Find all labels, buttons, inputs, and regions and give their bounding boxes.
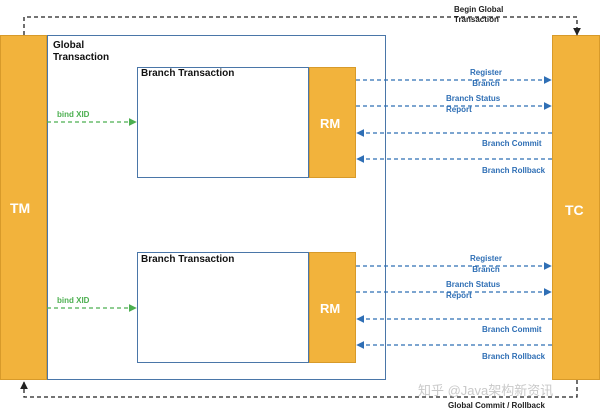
bind-xid-label: bind XID bbox=[57, 296, 90, 305]
global-transaction-label: Global Transaction bbox=[53, 40, 110, 63]
bind-xid-label: bind XID bbox=[57, 110, 90, 119]
global-commit-label: Global Commit / Rollback bbox=[446, 401, 547, 411]
branch-commit-label: Branch Commit bbox=[482, 325, 542, 334]
branch-transaction-box bbox=[137, 252, 309, 363]
branch-rollback-label: Branch Rollback bbox=[482, 166, 546, 175]
begin-global-label: Begin Global Transaction bbox=[454, 5, 504, 24]
rm-label: RM bbox=[320, 116, 341, 131]
tc-label: TC bbox=[565, 202, 584, 218]
branch-rollback-label: Branch Rollback bbox=[482, 352, 546, 361]
rm-block bbox=[309, 252, 356, 363]
rm-label: RM bbox=[320, 301, 341, 316]
branch-transaction-box bbox=[137, 67, 309, 178]
tm-bar bbox=[0, 35, 47, 380]
rm-block bbox=[309, 67, 356, 178]
tm-label: TM bbox=[10, 200, 31, 216]
branch-transaction-title: Branch Transaction bbox=[141, 254, 235, 265]
tc-bar bbox=[552, 35, 600, 380]
branch-commit-label: Branch Commit bbox=[482, 139, 542, 148]
begin-global-arrow bbox=[23, 16, 581, 36]
watermark: 知乎 @Java架构新资讯 bbox=[418, 383, 554, 398]
global-commit-arrow bbox=[20, 380, 578, 398]
branch-transaction-title: Branch Transaction bbox=[141, 68, 235, 79]
